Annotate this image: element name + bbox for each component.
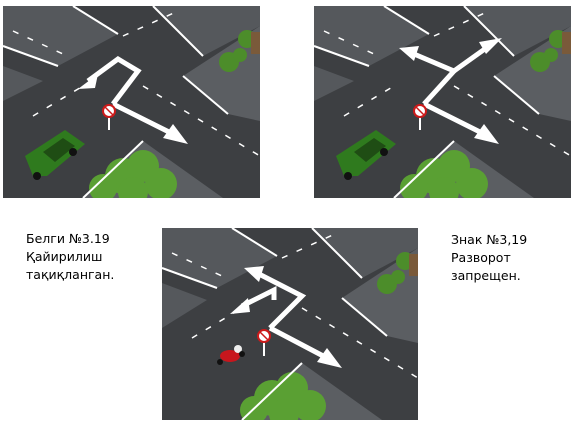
- sidewalk-left: [3, 66, 43, 101]
- arrow-left-turn: [86, 56, 142, 106]
- green-car: [25, 130, 85, 180]
- no-u-turn-sign: [102, 104, 116, 130]
- sidewalk-top-left: [3, 6, 118, 66]
- no-u-turn-sign: [257, 329, 271, 356]
- arrow-left-turn: [240, 285, 277, 309]
- caption-russian: Знак №3,19 Разворот запрещен.: [451, 232, 528, 283]
- arrow-straight: [255, 270, 307, 330]
- intersection-scene-car-left-right: [3, 6, 260, 198]
- arrow-straight: [413, 43, 491, 106]
- arrow-right-turn: [422, 101, 486, 137]
- caption-kazakh: Белги №3.19 Қайирилиш тақиқланган.: [26, 231, 115, 282]
- tree-bottom: [400, 150, 488, 198]
- arrow-right-turn: [111, 101, 175, 137]
- arrow-right-turn: [268, 325, 329, 361]
- road-markings: [3, 6, 229, 198]
- green-car: [336, 130, 396, 180]
- tree-bottom: [89, 150, 177, 198]
- arrow-left-head: [78, 74, 98, 89]
- intersection-scene-motorcycle: [162, 228, 418, 420]
- building-edge: [251, 32, 260, 54]
- red-motorcycle: [217, 345, 245, 365]
- arrow-right-head: [163, 124, 188, 144]
- no-u-turn-sign: [413, 104, 427, 130]
- lane-dashes: [12, 10, 260, 157]
- sidewalk-top-right: [153, 6, 260, 56]
- intersection-scene-car-straight-right: [314, 6, 571, 198]
